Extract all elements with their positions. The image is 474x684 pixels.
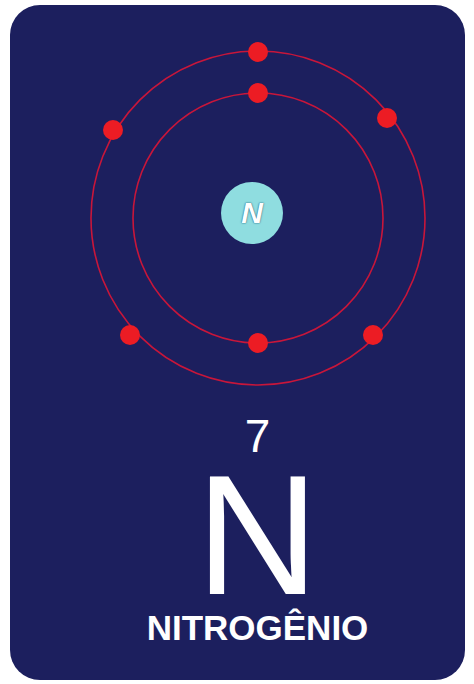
element-symbol: N — [50, 470, 465, 600]
element-card: 7NNITROGÊNION — [10, 5, 465, 680]
nucleus-circle: N — [220, 181, 284, 245]
nucleus-symbol: N — [241, 196, 263, 230]
element-name: NITROGÊNIO — [50, 608, 465, 648]
atomic-number: 7 — [50, 416, 465, 456]
nucleus-fill — [221, 182, 283, 244]
